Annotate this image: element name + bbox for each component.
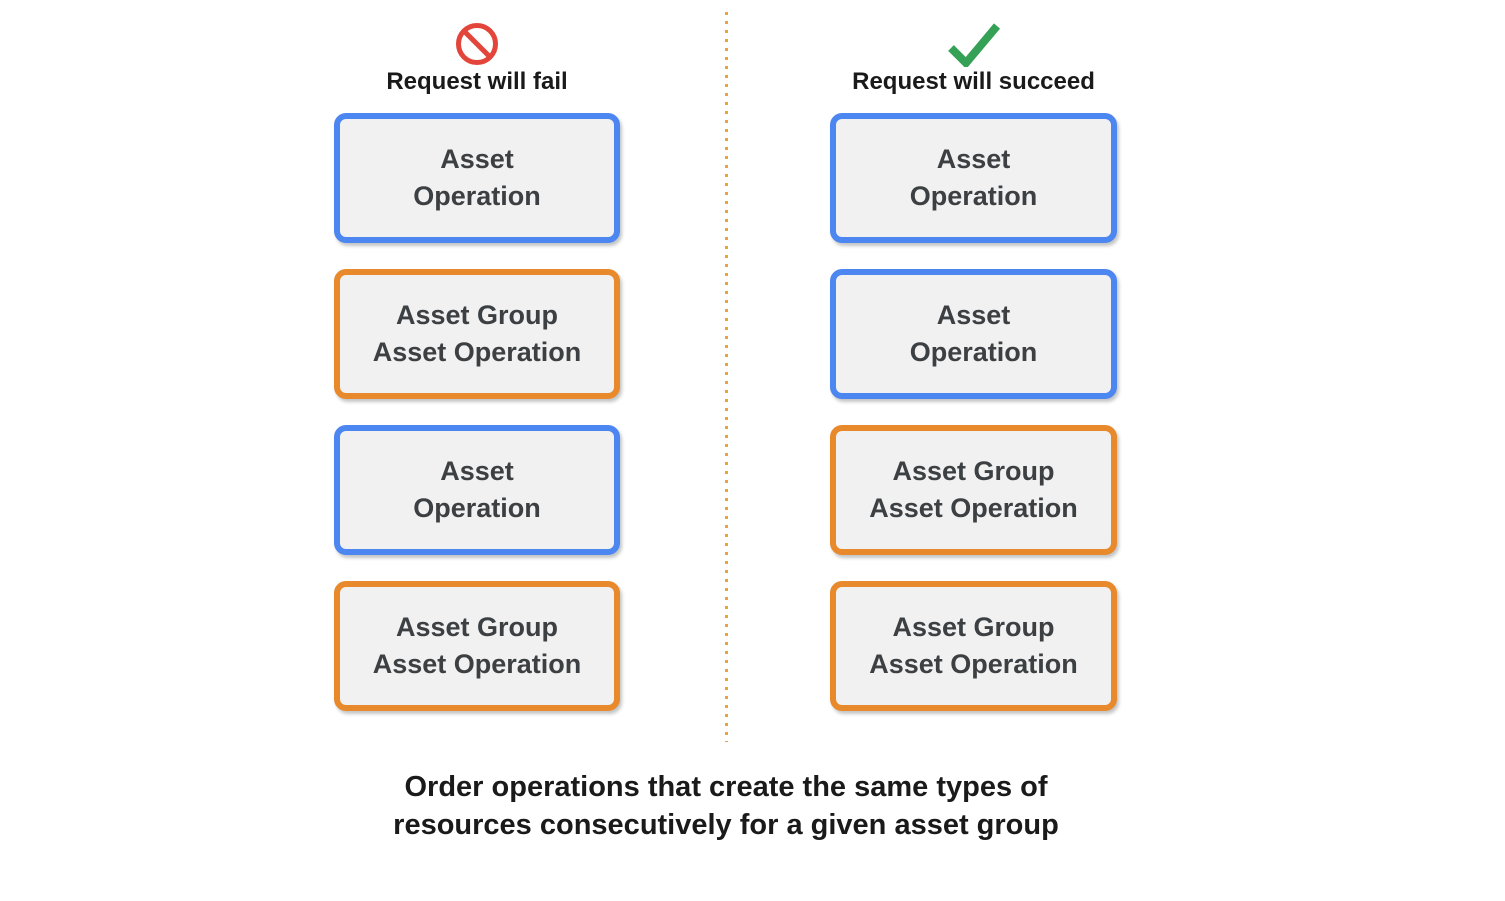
asset-operation-box: Asset Operation xyxy=(830,113,1117,243)
fail-column-title: Request will fail xyxy=(386,68,568,95)
box-label: Asset Operation xyxy=(413,456,541,523)
prohibited-icon xyxy=(455,20,499,68)
succeed-column: Request will succeed Asset Operation Ass… xyxy=(830,20,1117,711)
box-label: Asset Group Asset Operation xyxy=(372,612,582,679)
box-label: Asset Group Asset Operation xyxy=(372,300,582,367)
succeed-column-title: Request will succeed xyxy=(852,68,1095,95)
asset-operation-box: Asset Operation xyxy=(334,425,620,555)
asset-group-asset-operation-box: Asset Group Asset Operation xyxy=(334,269,620,399)
asset-group-asset-operation-box: Asset Group Asset Operation xyxy=(830,425,1117,555)
box-label: Asset Group Asset Operation xyxy=(869,456,1078,523)
box-label: Asset Operation xyxy=(413,144,541,211)
box-label: Asset Operation xyxy=(909,144,1038,211)
box-label: Asset Group Asset Operation xyxy=(869,612,1078,679)
box-label: Asset Operation xyxy=(909,300,1038,367)
caption: Order operations that create the same ty… xyxy=(393,771,1059,841)
asset-operation-box: Asset Operation xyxy=(830,269,1117,399)
fail-column: Request will fail Asset Operation Asset … xyxy=(334,20,620,711)
asset-group-asset-operation-box: Asset Group Asset Operation xyxy=(334,581,620,711)
asset-group-asset-operation-box: Asset Group Asset Operation xyxy=(830,581,1117,711)
asset-operation-box: Asset Operation xyxy=(334,113,620,243)
column-divider xyxy=(725,12,728,742)
checkmark-icon xyxy=(946,20,1002,68)
